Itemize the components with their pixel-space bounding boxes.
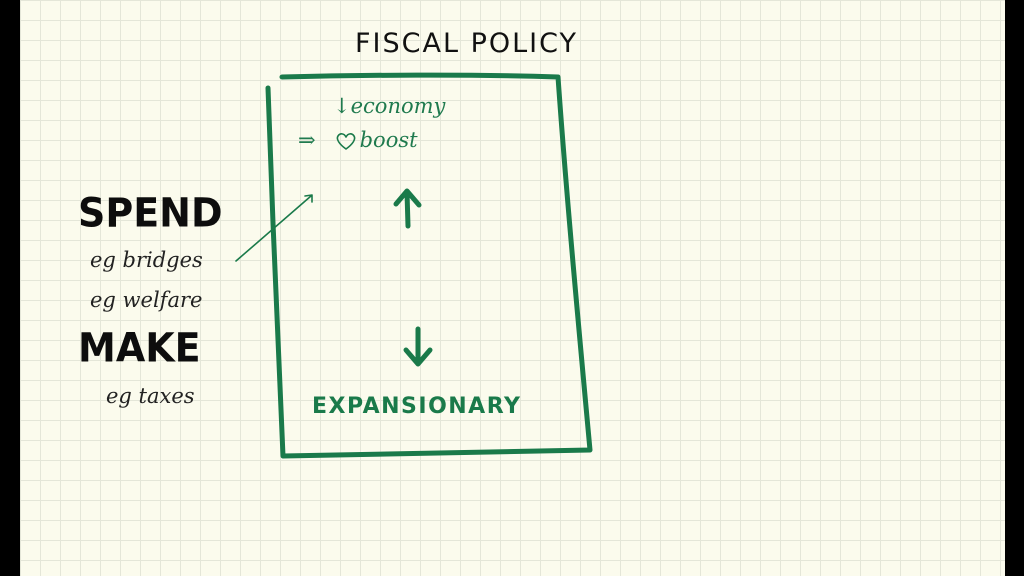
boost-note: ⇒ boost (298, 130, 418, 151)
implies-arrow-icon: ⇒ (298, 128, 316, 152)
box-outline (265, 72, 593, 459)
economy-note: ↓economy (333, 96, 445, 117)
down-small-arrow-icon: ↓ (333, 94, 351, 118)
make-heading: MAKE (78, 324, 201, 372)
connector-arrow (235, 194, 313, 262)
heart-icon (336, 133, 356, 150)
down-arrow-icon (403, 326, 433, 367)
up-arrow-icon (393, 188, 422, 229)
spend-example-bridges: eg bridges (90, 248, 203, 272)
spend-example-welfare: eg welfare (90, 288, 203, 312)
make-example-taxes: eg taxes (106, 384, 195, 408)
boost-text: boost (359, 128, 418, 152)
economy-text: economy (350, 94, 446, 118)
grid-paper (20, 0, 1005, 576)
page-title: FISCAL POLICY (355, 28, 578, 59)
spend-heading: SPEND (78, 189, 223, 237)
expansionary-label: EXPANSIONARY (312, 394, 522, 419)
